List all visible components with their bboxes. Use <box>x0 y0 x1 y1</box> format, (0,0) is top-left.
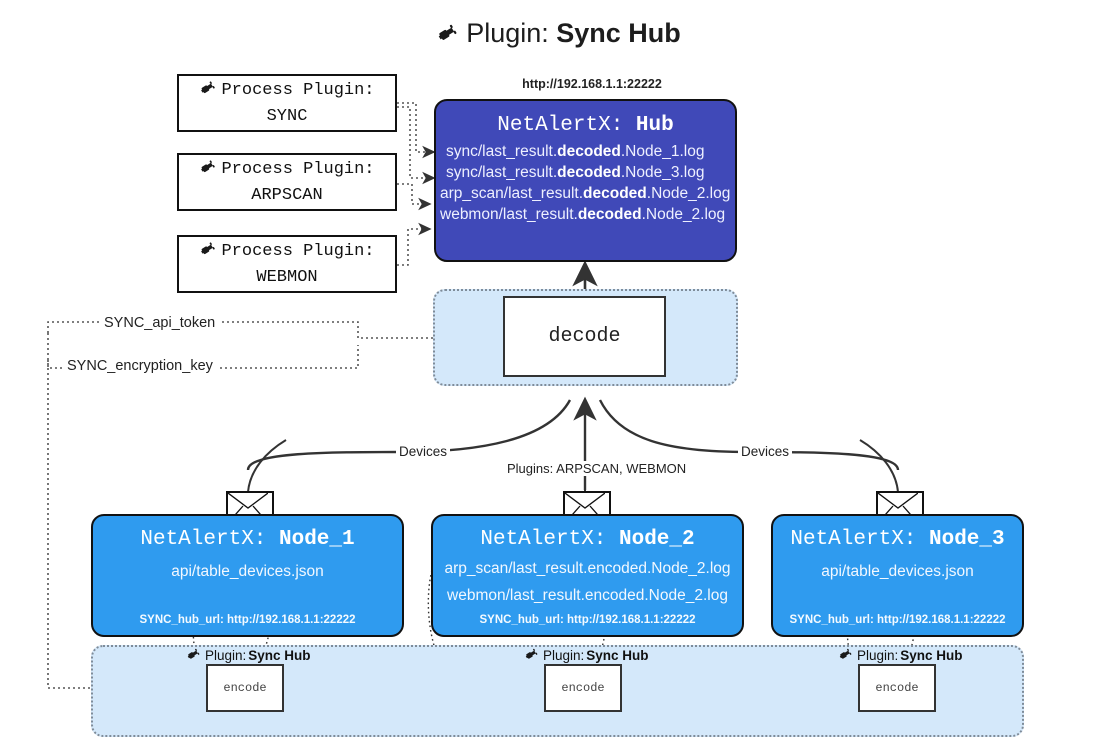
plug-icon <box>199 156 219 185</box>
encoder-plugin-label-3: Plugin: Sync Hub <box>838 645 963 665</box>
plug-icon <box>199 238 219 267</box>
sync-api-token-label: SYNC_api_token <box>100 315 220 331</box>
encode-box-2[interactable]: encode <box>544 664 622 712</box>
log-post: .Node_1.log <box>620 143 705 160</box>
log-post: .Node_2.log <box>641 206 726 223</box>
node-hub-url: SYNC_hub_url: http://192.168.1.1:22222 <box>789 614 1006 626</box>
encoder-label-prefix: Plugin: <box>205 647 247 663</box>
node-title: NetAlertX: Node_2 <box>433 528 742 551</box>
log-bold: decoded <box>557 164 621 181</box>
hub-title-prefix: NetAlertX: <box>497 114 636 137</box>
plug-icon <box>524 645 541 665</box>
process-plugin-name: WEBMON <box>256 268 318 287</box>
log-pre: webmon/last_result. <box>440 206 578 223</box>
sync-encryption-key-label: SYNC_encryption_key <box>63 358 217 374</box>
hub-title: NetAlertX: Hub <box>436 114 735 137</box>
log-pre: sync/last_result. <box>446 143 558 160</box>
node-line: api/table_devices.json <box>821 563 974 580</box>
hub-log-line-3: arp_scan/last_result.decoded.Node_2.log <box>440 185 735 203</box>
log-post: .Node_3.log <box>620 164 705 181</box>
page-title-prefix: Plugin: <box>466 18 557 48</box>
process-plugin-heading-row: Process Plugin: <box>199 156 375 185</box>
process-plugin-heading-row: Process Plugin: <box>199 77 375 106</box>
encode-box-3[interactable]: encode <box>858 664 936 712</box>
plug-icon <box>838 645 855 665</box>
node-title-prefix: NetAlertX: <box>140 528 279 551</box>
plug-icon <box>199 77 219 106</box>
node-line: arp_scan/last_result.encoded.Node_2.log <box>444 560 731 577</box>
process-plugin-webmon[interactable]: Process Plugin: WEBMON <box>177 235 397 293</box>
page-title-name: Sync Hub <box>556 18 681 48</box>
node-3[interactable]: NetAlertX: Node_3 api/table_devices.json… <box>771 514 1024 637</box>
process-plugin-name: ARPSCAN <box>251 186 323 205</box>
node-title-name: Node_1 <box>279 528 355 551</box>
encoder-label-name: Sync Hub <box>248 647 311 663</box>
encode-label: encode <box>561 681 605 695</box>
process-plugin-heading: Process Plugin: <box>221 160 375 180</box>
page-title: Plugin: Sync Hub <box>0 18 1117 52</box>
decode-box[interactable]: decode <box>503 296 666 377</box>
node-hub-url: SYNC_hub_url: http://192.168.1.1:22222 <box>139 614 356 626</box>
log-post: .Node_2.log <box>646 185 731 202</box>
encode-label: encode <box>223 681 267 695</box>
encode-label: encode <box>875 681 919 695</box>
process-plugin-heading: Process Plugin: <box>221 81 375 101</box>
node-line: webmon/last_result.encoded.Node_2.log <box>447 587 728 604</box>
process-plugin-sync[interactable]: Process Plugin: SYNC <box>177 74 397 132</box>
plugins-center-label: Plugins: ARPSCAN, WEBMON <box>504 461 690 476</box>
log-pre: arp_scan/last_result. <box>440 185 584 202</box>
encoder-label-name: Sync Hub <box>586 647 649 663</box>
hub-url-label: http://192.168.1.1:22222 <box>522 77 662 91</box>
log-bold: decoded <box>577 206 642 223</box>
hub-log-line-4: webmon/last_result.decoded.Node_2.log <box>440 206 735 224</box>
hub-title-name: Hub <box>635 114 674 137</box>
process-plugin-heading: Process Plugin: <box>221 242 375 262</box>
node-2[interactable]: NetAlertX: Node_2 arp_scan/last_result.e… <box>431 514 744 637</box>
node-title-prefix: NetAlertX: <box>480 528 619 551</box>
node-title-name: Node_3 <box>929 528 1005 551</box>
plug-icon <box>436 19 462 52</box>
encoder-label-prefix: Plugin: <box>857 647 899 663</box>
devices-left-label: Devices <box>396 444 451 459</box>
decode-label: decode <box>548 325 621 348</box>
node-title-name: Node_2 <box>619 528 695 551</box>
process-plugin-heading-row: Process Plugin: <box>199 238 375 267</box>
hub-log-line-1: sync/last_result.decoded.Node_1.log <box>446 143 735 161</box>
log-bold: decoded <box>583 185 647 202</box>
node-title: NetAlertX: Node_3 <box>773 528 1022 551</box>
process-plugin-name: SYNC <box>266 107 308 126</box>
node-title-prefix: NetAlertX: <box>790 528 929 551</box>
hub-node[interactable]: NetAlertX: Hub sync/last_result.decoded.… <box>434 99 737 262</box>
encoder-label-name: Sync Hub <box>900 647 963 663</box>
hub-log-line-2: sync/last_result.decoded.Node_3.log <box>446 164 735 182</box>
log-pre: sync/last_result. <box>446 164 558 181</box>
encoder-plugin-label-2: Plugin: Sync Hub <box>524 645 649 665</box>
node-1[interactable]: NetAlertX: Node_1 api/table_devices.json… <box>91 514 404 637</box>
encoder-label-prefix: Plugin: <box>543 647 585 663</box>
encoder-plugin-label-1: Plugin: Sync Hub <box>186 645 311 665</box>
devices-right-label: Devices <box>738 444 793 459</box>
log-bold: decoded <box>557 143 621 160</box>
plug-icon <box>186 645 203 665</box>
node-line: api/table_devices.json <box>171 563 324 580</box>
encode-box-1[interactable]: encode <box>206 664 284 712</box>
node-hub-url: SYNC_hub_url: http://192.168.1.1:22222 <box>479 614 696 626</box>
node-title: NetAlertX: Node_1 <box>93 528 402 551</box>
process-plugin-arpscan[interactable]: Process Plugin: ARPSCAN <box>177 153 397 211</box>
